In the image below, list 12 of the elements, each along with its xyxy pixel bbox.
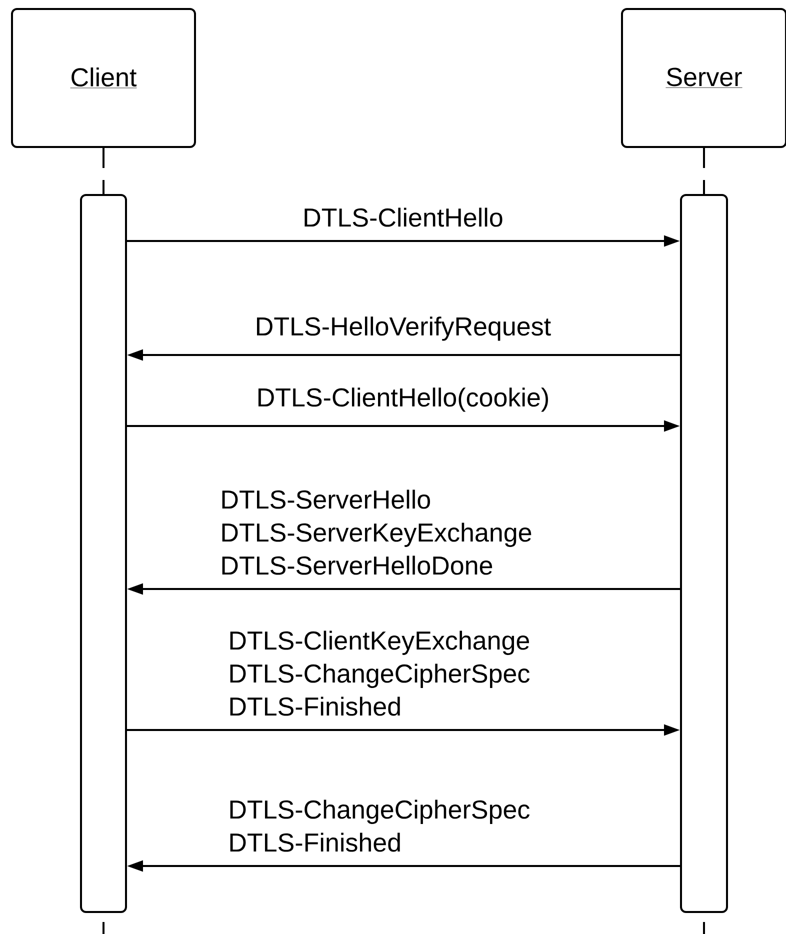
message-label: DTLS-HelloVerifyRequest: [257, 316, 551, 341]
activation-bar: [680, 194, 728, 913]
participant-box: Client: [11, 8, 196, 148]
message-label: DTLS-ClientKeyExchange DTLS-ChangeCipherSpec DTLS-Finished: [230, 630, 530, 716]
message-label: DTLS-ClientHello: [304, 208, 502, 227]
message-label: DTLS-ChangeCipherSpec DTLS-Finished: [230, 800, 530, 852]
message-label: DTLS-ClientHello(cookie): [258, 388, 548, 412]
activation-bar: [80, 194, 127, 913]
message-label: DTLS-ServerHello DTLS-ServerKeyExchange DTLS-ServerHelloDone: [222, 490, 532, 575]
participant-box: Server: [621, 8, 786, 148]
lifeline: [703, 148, 705, 194]
lifeline: [102, 148, 104, 194]
